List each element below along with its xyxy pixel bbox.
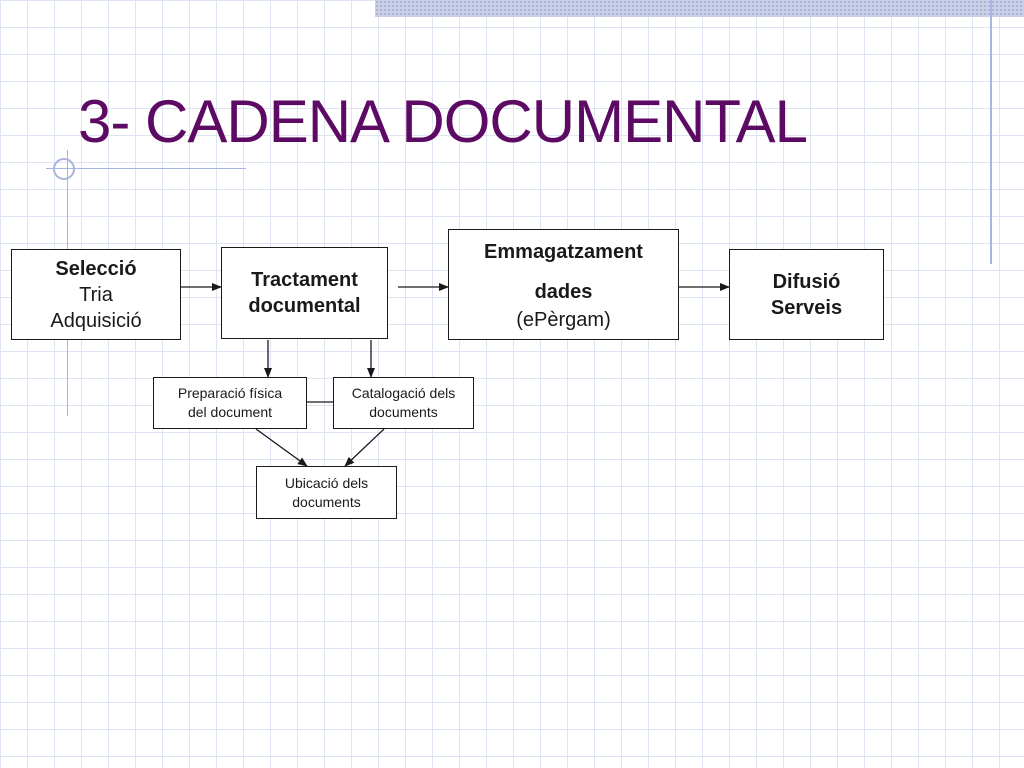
box-preparacio-line2: del document [187, 404, 273, 420]
arrow-catalogacio-ubicacio [344, 428, 385, 467]
box-seleccio-line1: Selecció [55, 257, 137, 280]
box-seleccio-line3: Adquisició [50, 309, 142, 332]
decorative-circle [53, 158, 75, 180]
box-difusio-line2: Serveis [770, 296, 843, 319]
box-emmagatzament-line2: dades [534, 280, 593, 303]
box-seleccio-line2: Tria [79, 283, 113, 306]
decorative-line-right [990, 0, 992, 264]
box-emmagatzament-line1: Emmagatzament [484, 240, 643, 263]
box-ubicacio-line2: documents [292, 493, 361, 510]
box-tractament-line1: Tractament [251, 269, 358, 291]
box-ubicacio: Ubicació dels documents [256, 466, 397, 519]
arrow-preparacio-ubicacio [255, 428, 308, 467]
header-pattern-band [375, 0, 1024, 17]
box-catalogacio-line2: documents [369, 404, 438, 420]
page-title: 3- CADENA DOCUMENTAL [78, 88, 808, 155]
box-emmagatzament: Emmagatzament dades (ePèrgam) [448, 229, 679, 340]
box-catalogacio-line1: Catalogació dels [351, 385, 456, 401]
box-tractament: Tractament documental [221, 247, 388, 339]
box-difusio: Difusió Serveis [729, 249, 884, 340]
box-difusio-line1: Difusió [772, 270, 841, 293]
decorative-line-horizontal [46, 168, 246, 169]
box-emmagatzament-line3: (ePèrgam) [516, 308, 611, 331]
box-preparacio: Preparació física del document [153, 377, 307, 429]
box-seleccio: Selecció Tria Adquisició [11, 249, 181, 340]
box-tractament-line2: documental [248, 295, 361, 317]
box-catalogacio: Catalogació dels documents [333, 377, 474, 429]
box-preparacio-line1: Preparació física [177, 385, 283, 401]
box-ubicacio-line1: Ubicació dels [284, 474, 369, 491]
